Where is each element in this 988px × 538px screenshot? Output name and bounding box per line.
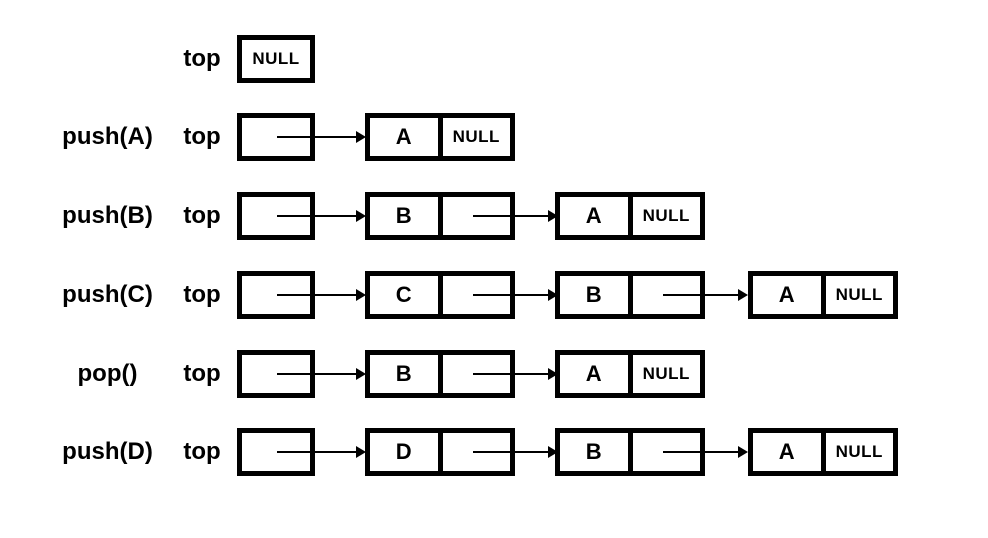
next-pointer-arrow <box>473 446 558 458</box>
node-data-cell: A <box>778 282 795 307</box>
node: B <box>555 428 705 476</box>
top-pointer-arrow <box>277 210 366 222</box>
node-next-cell: NULL <box>437 118 511 156</box>
top-pointer-arrow <box>277 368 366 380</box>
top-pointer-box: NULL <box>237 35 315 83</box>
next-pointer-arrow <box>473 210 558 222</box>
node-data-cell: A <box>395 124 412 149</box>
node-data-cell: B <box>585 439 602 464</box>
next-pointer-arrow <box>473 368 558 380</box>
node-data-cell: B <box>395 361 412 386</box>
node-data-cell: B <box>585 282 602 307</box>
node-data-cell: B <box>395 203 412 228</box>
top-pointer-arrow <box>277 131 366 143</box>
diagram-row-initial: top NULL <box>0 35 988 83</box>
node-next-cell: NULL <box>627 197 701 235</box>
diagram-row-push-c: push(C) top C B A NULL <box>0 271 988 319</box>
node-next-cell: NULL <box>627 355 701 393</box>
next-pointer-arrow <box>663 289 748 301</box>
node-data-cell: D <box>395 439 412 464</box>
node-data-cell: A <box>778 439 795 464</box>
node-next-cell <box>437 276 511 314</box>
top-pointer-label: top <box>183 438 221 465</box>
node-next-cell: NULL <box>820 276 894 314</box>
top-pointer-label: top <box>183 360 221 387</box>
node: B <box>555 271 705 319</box>
node: A NULL <box>748 428 898 476</box>
node-data-cell: A <box>585 361 602 386</box>
operation-label: push(C) <box>62 281 153 308</box>
node-data-cell: A <box>585 203 602 228</box>
node-next-cell <box>437 433 511 471</box>
diagram-row-push-b: push(B) top B A NULL <box>0 192 988 240</box>
operation-label: pop() <box>77 360 138 387</box>
operation-label <box>30 35 185 83</box>
diagram-row-push-a: push(A) top A NULL <box>0 113 988 161</box>
next-pointer-arrow <box>473 289 558 301</box>
node: A NULL <box>555 350 705 398</box>
node-next-cell: NULL <box>820 433 894 471</box>
operation-label: push(B) <box>62 202 153 229</box>
node-next-cell <box>437 355 511 393</box>
diagram-row-pop: pop() top B A NULL <box>0 350 988 398</box>
node-next-cell <box>627 276 701 314</box>
top-pointer-arrow <box>277 289 366 301</box>
node: A NULL <box>555 192 705 240</box>
operation-label: push(A) <box>62 123 153 150</box>
node-next-cell <box>627 433 701 471</box>
node: A NULL <box>365 113 515 161</box>
top-pointer-label: top <box>183 45 221 72</box>
top-pointer-label: top <box>183 281 221 308</box>
node: A NULL <box>748 271 898 319</box>
node-data-cell: C <box>395 282 412 307</box>
top-pointer-label: top <box>183 202 221 229</box>
top-pointer-value: NULL <box>252 49 300 68</box>
diagram-row-push-d: push(D) top D B A NULL <box>0 428 988 476</box>
node-next-cell <box>437 197 511 235</box>
next-pointer-arrow <box>663 446 748 458</box>
top-pointer-label: top <box>183 123 221 150</box>
operation-label: push(D) <box>62 438 153 465</box>
top-pointer-arrow <box>277 446 366 458</box>
